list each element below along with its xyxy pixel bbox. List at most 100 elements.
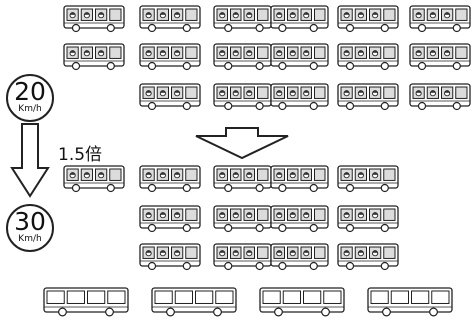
bus-rear <box>270 83 329 111</box>
bus-window <box>257 86 269 99</box>
bus-front <box>213 83 272 111</box>
bus <box>63 43 125 71</box>
bus-body <box>139 5 201 29</box>
bus-window <box>282 290 301 304</box>
bus-window <box>455 46 468 59</box>
bus-window <box>174 290 193 304</box>
bus <box>139 205 201 233</box>
bus-wheel <box>213 307 222 317</box>
passenger-hair <box>430 50 436 53</box>
passenger-hair <box>84 172 90 175</box>
bus-body <box>337 243 399 267</box>
bus-body <box>409 83 471 107</box>
bus-wheel <box>345 261 355 271</box>
bus-window <box>215 290 234 304</box>
bus-window <box>314 246 326 259</box>
speed-before-badge: 20 Km/h <box>6 74 54 122</box>
bus-body <box>139 83 201 107</box>
passenger-hair <box>219 250 225 253</box>
passenger-hair <box>303 12 309 15</box>
passenger-hair <box>98 172 104 175</box>
bus-wheel <box>380 223 389 233</box>
bus <box>337 43 399 71</box>
bus-wheel <box>166 307 175 317</box>
bus-front <box>213 205 272 233</box>
bus-window <box>303 290 322 304</box>
passenger-hair <box>290 90 296 93</box>
passenger-hair <box>344 90 350 93</box>
bus-wheel <box>278 223 287 233</box>
bus-wheel <box>71 61 81 71</box>
bus-body <box>270 83 329 107</box>
passenger-hair <box>219 212 225 215</box>
bus-window <box>107 290 126 304</box>
passenger-hair <box>246 172 252 175</box>
bus-body <box>43 287 129 313</box>
passenger-hair <box>290 172 296 175</box>
bus-window <box>66 290 85 304</box>
passenger-hair <box>98 50 104 53</box>
bus-window <box>383 86 396 99</box>
passenger-hair <box>444 90 450 93</box>
bus-window <box>383 208 396 221</box>
bus-rear <box>270 43 329 71</box>
passenger-hair <box>146 50 152 53</box>
passenger-hair <box>233 12 239 15</box>
bus-body <box>139 165 201 189</box>
passenger-hair <box>70 172 76 175</box>
bus-wheel <box>106 183 115 193</box>
bus <box>139 5 201 33</box>
bus-wheel <box>345 61 355 71</box>
passenger-hair <box>160 50 166 53</box>
bus-front <box>213 43 272 71</box>
passenger-hair <box>233 90 239 93</box>
bus-wheel <box>429 307 438 317</box>
bus-window <box>390 290 409 304</box>
passenger-hair <box>416 50 422 53</box>
bus-window <box>455 8 468 21</box>
bus-window <box>185 8 198 21</box>
bus-window <box>109 8 122 21</box>
passenger-hair <box>146 90 152 93</box>
passenger-hair <box>84 12 90 15</box>
bus-body <box>337 5 399 29</box>
bus-wheel <box>417 61 427 71</box>
passenger-hair <box>146 212 152 215</box>
bus-wheel <box>380 61 389 71</box>
bus-window <box>185 208 198 221</box>
passenger-hair <box>174 250 180 253</box>
bus <box>409 83 471 111</box>
empty-bus <box>151 287 237 317</box>
passenger-hair <box>246 250 252 253</box>
bus-front <box>213 5 272 33</box>
bus-body <box>139 243 201 267</box>
passenger-hair <box>303 250 309 253</box>
empty-bus <box>367 287 453 317</box>
down-arrow-icon <box>195 127 289 160</box>
bus-wheel <box>147 61 157 71</box>
passenger-hair <box>233 172 239 175</box>
passenger-hair <box>219 172 225 175</box>
passenger-hair <box>303 50 309 53</box>
empty-bus <box>259 287 345 317</box>
bus-window <box>455 86 468 99</box>
passenger-hair <box>70 12 76 15</box>
bus-wheel <box>309 223 318 233</box>
bus-wheel <box>380 183 389 193</box>
bus-wheel <box>106 61 115 71</box>
bus-wheel <box>147 183 157 193</box>
bus-wheel <box>147 23 157 33</box>
bus-wheel <box>345 223 355 233</box>
bus <box>139 243 201 271</box>
bus-front <box>213 165 272 193</box>
passenger-hair <box>344 172 350 175</box>
bus-body <box>270 165 329 189</box>
bus-wheel <box>309 101 318 111</box>
bus <box>409 43 471 71</box>
bus-wheel <box>105 307 114 317</box>
bus-window <box>314 46 326 59</box>
bus-wheel <box>309 23 318 33</box>
bus-wheel <box>417 101 427 111</box>
bus-window <box>185 246 198 259</box>
